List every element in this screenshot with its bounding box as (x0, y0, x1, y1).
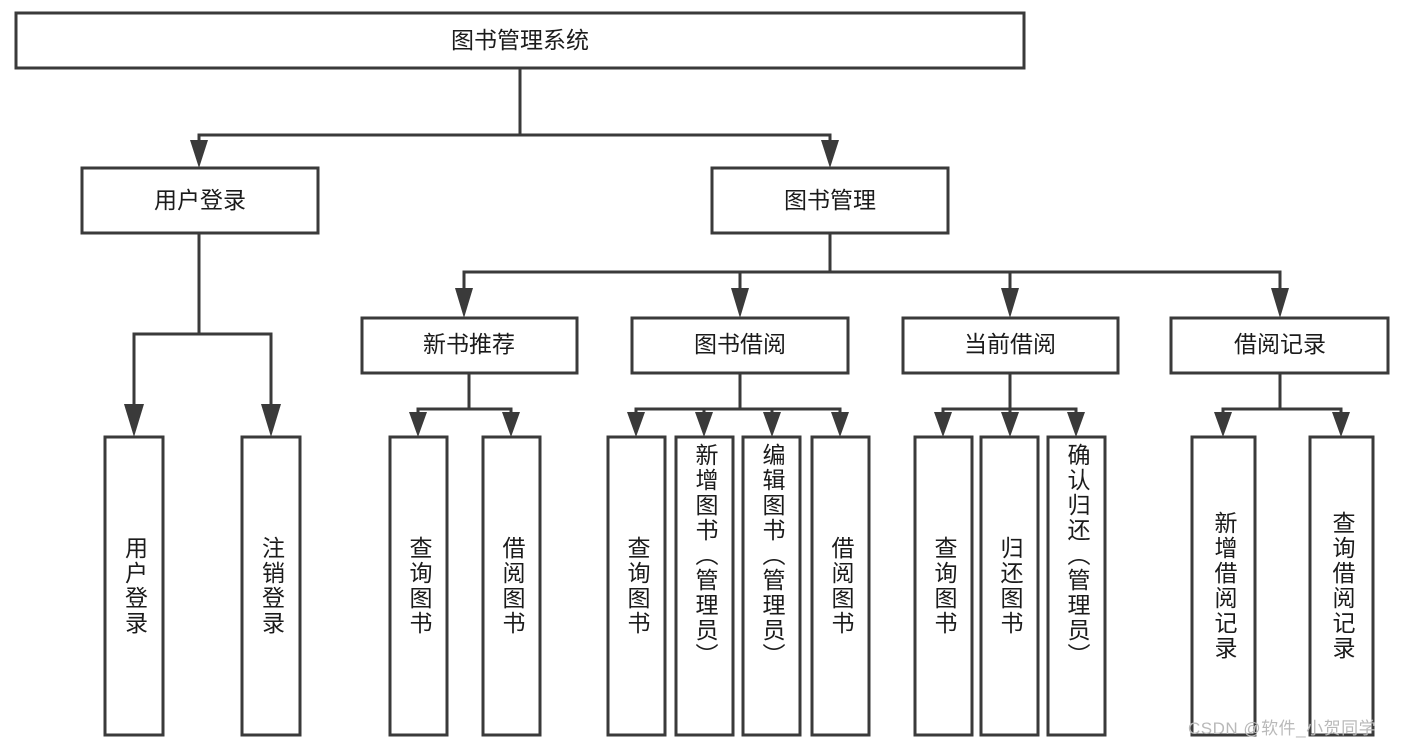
node-label-leaf-logout-login: 注销登录 (258, 536, 285, 636)
csdn-watermark: CSDN @软件_小贺同学 (1188, 719, 1377, 738)
leaf-label-wrap-query-book-2: 查询图书 (608, 437, 665, 735)
arrow-to-borrow-record (1271, 288, 1289, 318)
node-box-leaf-query-book-3[interactable] (913, 435, 974, 737)
node-box-root[interactable] (14, 11, 1026, 70)
node-box-leaf-edit-book[interactable] (741, 435, 802, 737)
arrow-leaf-user-login (124, 404, 144, 437)
arrow-to-book-manage (821, 140, 839, 168)
arrow-leaf-confirm-return (1067, 412, 1085, 437)
node-box-book-manage[interactable] (710, 166, 950, 235)
node-box-leaf-add-record[interactable] (1190, 435, 1257, 737)
leaf-label-wrap-confirm-return: 确认归还（管理员） (1048, 437, 1105, 735)
node-label-leaf-query-book-2: 查询图书 (624, 536, 650, 636)
node-label-new-book-recommend: 新书推荐 (423, 331, 515, 357)
arrow-leaf-edit-book (763, 412, 781, 437)
arrow-leaf-logout-login (261, 404, 281, 437)
node-box-leaf-return-book[interactable] (979, 435, 1040, 737)
node-box-leaf-query-book-2[interactable] (606, 435, 667, 737)
node-label-borrow-record: 借阅记录 (1234, 331, 1326, 357)
arrow-leaf-query-book-1 (409, 412, 427, 437)
arrow-leaf-borrow-book-1 (502, 412, 520, 437)
node-label-leaf-return-book: 归还图书 (997, 536, 1023, 636)
arrow-to-new-book-recommend (455, 288, 473, 318)
leaf-label-wrap-logout-login: 注销登录 (242, 437, 300, 735)
node-label-leaf-confirm-return: 确认归还（管理员） (1064, 443, 1090, 668)
arrow-leaf-return-book (1001, 412, 1019, 437)
leaf-label-wrap-borrow-book-2: 借阅图书 (812, 437, 869, 735)
node-label-leaf-query-record: 查询借阅记录 (1329, 511, 1355, 661)
node-label-leaf-add-book: 新增图书（管理员） (692, 443, 718, 668)
node-box-leaf-user-login[interactable] (103, 435, 165, 737)
node-box-leaf-borrow-book-1[interactable] (481, 435, 542, 737)
leaf-label-wrap-query-book-1: 查询图书 (390, 437, 447, 735)
node-box-leaf-query-record[interactable] (1308, 435, 1375, 737)
leaf-label-wrap-query-book-3: 查询图书 (915, 437, 972, 735)
node-box-leaf-query-book-1[interactable] (388, 435, 449, 737)
arrow-to-book-borrow (731, 288, 749, 318)
leaf-label-wrap-edit-book: 编辑图书（管理员） (743, 437, 800, 735)
arrow-leaf-add-book (695, 412, 713, 437)
node-box-leaf-confirm-return[interactable] (1046, 435, 1107, 737)
node-label-leaf-user-login: 用户登录 (121, 536, 148, 636)
leaf-label-wrap-query-record: 查询借阅记录 (1310, 437, 1373, 735)
arrow-leaf-query-book-3 (934, 412, 952, 437)
node-box-leaf-logout-login[interactable] (240, 435, 302, 737)
leaf-label-wrap-add-record: 新增借阅记录 (1192, 437, 1255, 735)
node-box-book-borrow[interactable] (630, 316, 850, 375)
node-label-leaf-query-book-1: 查询图书 (406, 536, 432, 636)
node-label-leaf-borrow-book-1: 借阅图书 (499, 536, 525, 636)
leaf-label-wrap-user-login: 用户登录 (105, 437, 163, 735)
leaf-label-wrap-add-book: 新增图书（管理员） (676, 437, 733, 735)
horizontal-labels-layer: 图书管理系统 用户登录 图书管理 新书推荐 图书借阅 当前借阅 借阅记录 (154, 27, 1326, 357)
node-box-new-book-recommend[interactable] (360, 316, 579, 375)
arrow-to-current-borrow (1001, 288, 1019, 318)
node-label-book-manage: 图书管理 (784, 187, 876, 213)
node-label-current-borrow: 当前借阅 (964, 331, 1056, 357)
arrow-leaf-query-book-2 (627, 412, 645, 437)
node-label-user-login: 用户登录 (154, 187, 246, 213)
edges-layer (124, 66, 1350, 437)
arrow-leaf-borrow-book-2 (831, 412, 849, 437)
arrow-to-user-login (190, 140, 208, 168)
node-label-book-borrow: 图书借阅 (694, 331, 786, 357)
node-label-leaf-query-book-3: 查询图书 (931, 536, 957, 636)
node-label-leaf-edit-book: 编辑图书（管理员） (759, 443, 785, 668)
leaf-label-wrap-borrow-book-1: 借阅图书 (483, 437, 540, 735)
leaf-label-wrap-return-book: 归还图书 (981, 437, 1038, 735)
nodes-layer (14, 11, 1390, 737)
node-box-leaf-add-book[interactable] (674, 435, 735, 737)
node-box-current-borrow[interactable] (901, 316, 1120, 375)
node-box-leaf-borrow-book-2[interactable] (810, 435, 871, 737)
node-box-borrow-record[interactable] (1169, 316, 1390, 375)
arrow-leaf-query-record (1332, 412, 1350, 437)
node-label-leaf-borrow-book-2: 借阅图书 (828, 536, 854, 636)
node-label-leaf-add-record: 新增借阅记录 (1211, 511, 1237, 661)
arrow-leaf-add-record (1214, 412, 1232, 437)
node-box-user-login[interactable] (80, 166, 320, 235)
node-label-root: 图书管理系统 (451, 27, 589, 53)
